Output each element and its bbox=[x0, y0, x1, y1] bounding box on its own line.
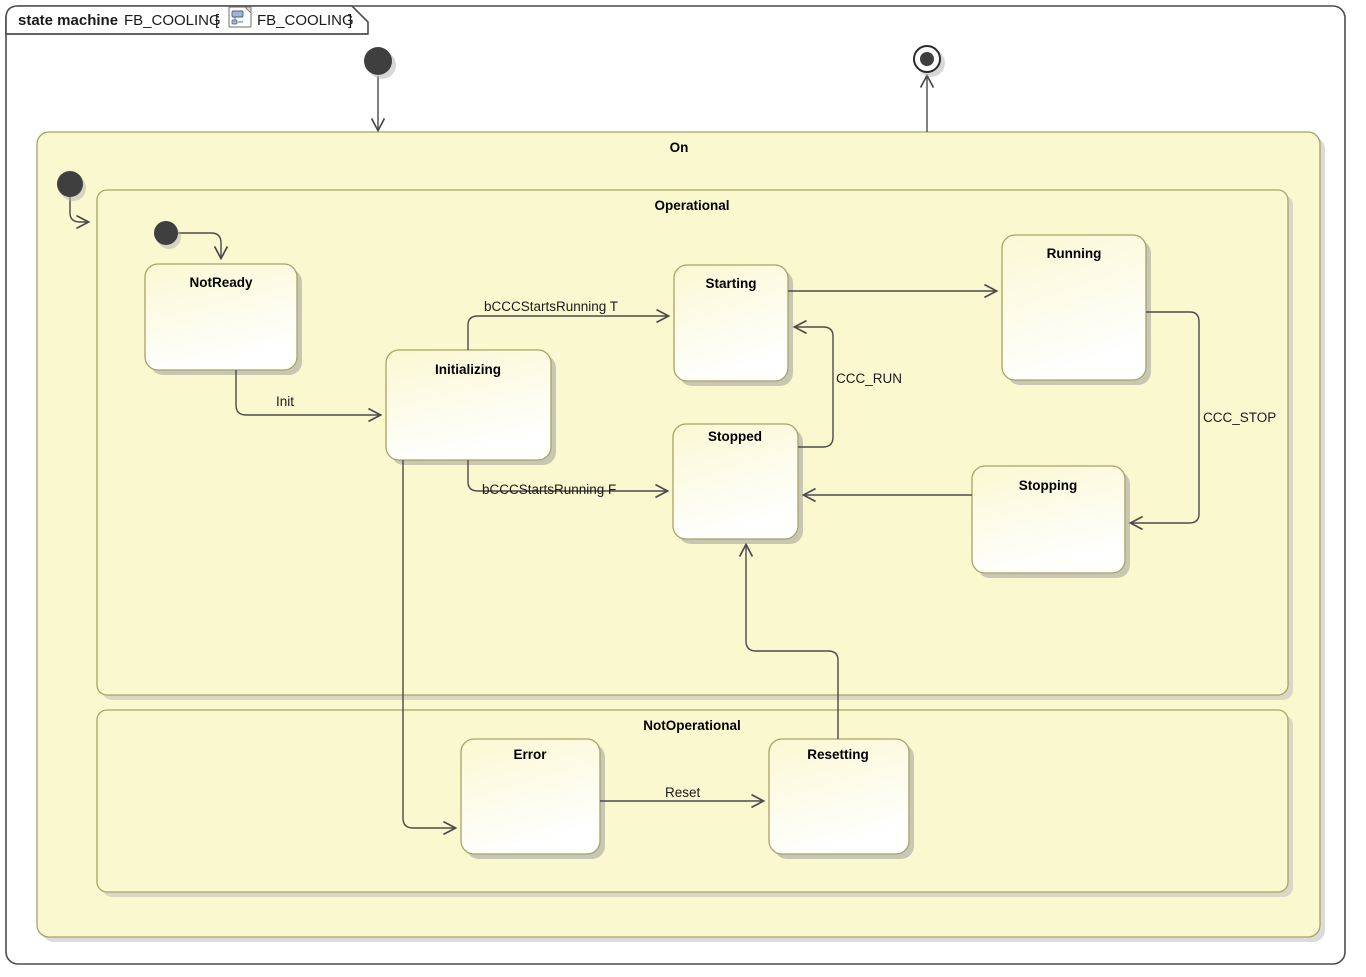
transition-initializing-to-error[interactable] bbox=[402, 460, 458, 836]
transition-stopped-to-starting[interactable] bbox=[792, 319, 834, 448]
label-transition-ccc-run: CCC_RUN bbox=[836, 371, 902, 386]
state-stopped[interactable] bbox=[672, 423, 799, 540]
frame-inner-name: FB_COOLING bbox=[257, 12, 354, 29]
state-error[interactable] bbox=[460, 738, 601, 855]
diagram-frame-tab bbox=[5, 5, 369, 35]
initial-pseudostate-top-icon[interactable] bbox=[364, 47, 392, 75]
label-state-initializing: Initializing bbox=[435, 362, 501, 377]
transition-resetting-to-stopped[interactable] bbox=[738, 542, 839, 739]
label-transition-ccc-stop: CCC_STOP bbox=[1203, 410, 1276, 425]
frame-keyword: state machine bbox=[18, 12, 118, 29]
label-state-error: Error bbox=[513, 747, 547, 762]
transition-initializing-to-starting[interactable] bbox=[467, 308, 671, 350]
state-stopping[interactable] bbox=[971, 465, 1126, 574]
state-machine-diagram-icon bbox=[228, 6, 252, 28]
label-state-stopping: Stopping bbox=[1019, 478, 1077, 493]
frame-name: FB_COOLING bbox=[124, 12, 221, 29]
frame-bracket-close: ] bbox=[348, 12, 352, 29]
label-state-on: On bbox=[670, 140, 689, 155]
label-state-stopped: Stopped bbox=[708, 429, 762, 444]
label-transition-reset: Reset bbox=[665, 785, 701, 800]
transition-running-to-stopping[interactable] bbox=[1128, 311, 1200, 531]
transition-notready-to-initializing[interactable] bbox=[235, 370, 383, 423]
final-state-inner-dot bbox=[920, 52, 934, 66]
label-transition-init: Init bbox=[276, 394, 294, 409]
state-resetting[interactable] bbox=[768, 738, 910, 855]
label-state-running: Running bbox=[1047, 246, 1102, 261]
label-state-notoperational: NotOperational bbox=[643, 718, 741, 733]
state-notready[interactable] bbox=[144, 263, 298, 371]
initial-pseudostate-operational-icon[interactable] bbox=[154, 221, 178, 245]
frame-bracket-open: [ bbox=[215, 12, 220, 29]
label-transition-bccc-false: bCCCStartsRunning F bbox=[482, 482, 616, 497]
label-state-resetting: Resetting bbox=[807, 747, 869, 762]
state-starting[interactable] bbox=[673, 264, 789, 382]
label-transition-bccc-true: bCCCStartsRunning T bbox=[484, 299, 618, 314]
label-state-starting: Starting bbox=[705, 276, 756, 291]
state-running[interactable] bbox=[1001, 234, 1147, 381]
label-state-operational: Operational bbox=[654, 198, 729, 213]
transition-initial-to-notready[interactable] bbox=[178, 232, 229, 261]
label-state-notready: NotReady bbox=[189, 275, 253, 290]
initial-pseudostate-on-icon[interactable] bbox=[57, 171, 83, 197]
transition-initializing-to-stopped[interactable] bbox=[467, 460, 670, 499]
